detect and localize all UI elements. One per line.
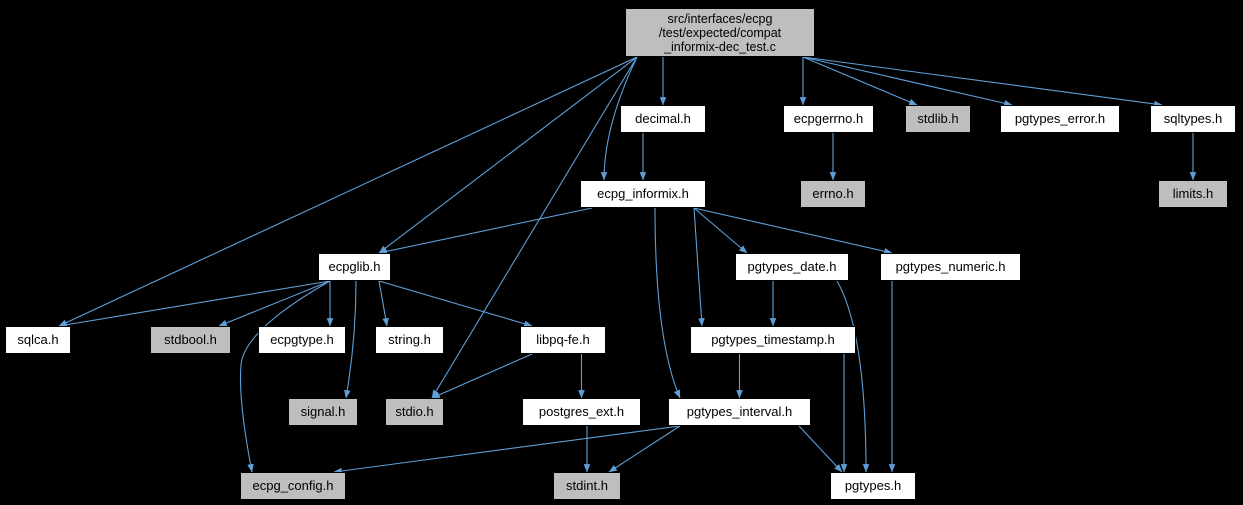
- node-errno-h[interactable]: errno.h: [800, 180, 866, 208]
- edge-ecpg-informix-h-to-pgtypes-numeric-h: [693, 207, 893, 255]
- edge-ecpg-informix-h-to-pgtypes-timestamp-h: [693, 207, 705, 327]
- node-label: string.h: [388, 331, 431, 347]
- edge-pgtypes-interval-h-to-ecpg-config-h: [333, 425, 681, 475]
- node-stdint-h[interactable]: stdint.h: [553, 472, 621, 500]
- node-label: sqltypes.h: [1163, 110, 1223, 126]
- node-label: ecpg_informix.h: [597, 185, 689, 201]
- node-pgtypes-numeric-h[interactable]: pgtypes_numeric.h: [880, 253, 1021, 281]
- node-pgtypes-error-h[interactable]: pgtypes_error.h: [1000, 105, 1120, 133]
- node-label: pgtypes_timestamp.h: [711, 331, 835, 347]
- node-label: stdlib.h: [917, 110, 959, 126]
- node-label: decimal.h: [635, 110, 691, 126]
- edge-ecpglib-h-to-signal-h: [344, 280, 357, 399]
- node-label: libpq-fe.h: [536, 331, 590, 347]
- node-sqlca-h[interactable]: sqlca.h: [5, 326, 71, 354]
- node-signal-h[interactable]: signal.h: [288, 398, 358, 426]
- edge-root-to-sqlca-h: [58, 56, 638, 327]
- node-ecpg-config-h[interactable]: ecpg_config.h: [240, 472, 346, 500]
- node-label: pgtypes_interval.h: [686, 403, 793, 419]
- edge-ecpg-informix-h-to-pgtypes-date-h: [693, 207, 748, 254]
- edge-pgtypes-date-h-to-pgtypes-h: [836, 280, 870, 473]
- node-label: ecpglib.h: [328, 258, 381, 274]
- node-label: errno.h: [812, 185, 854, 201]
- edge-ecpglib-h-to-string-h: [378, 280, 389, 327]
- node-label: pgtypes_error.h: [1014, 110, 1106, 126]
- node-stdbool-h[interactable]: stdbool.h: [150, 326, 231, 354]
- node-label: pgtypes_numeric.h: [895, 258, 1006, 274]
- edge-pgtypes-interval-h-to-pgtypes-h: [798, 425, 843, 473]
- node-ecpg-informix-h[interactable]: ecpg_informix.h: [580, 180, 706, 208]
- edge-ecpg-informix-h-to-pgtypes-interval-h: [654, 207, 681, 399]
- node-label: src/interfaces/ecpg: [667, 11, 773, 26]
- node-label: pgtypes.h: [844, 477, 902, 493]
- edge-root-to-sqltypes-h: [802, 56, 1163, 108]
- node-label: stdio.h: [395, 403, 434, 419]
- node-pgtypes-interval-h[interactable]: pgtypes_interval.h: [668, 398, 811, 426]
- node-label: ecpg_config.h: [252, 477, 334, 493]
- node-label: signal.h: [300, 403, 346, 419]
- node-decimal-h[interactable]: decimal.h: [620, 105, 706, 133]
- edge-ecpglib-h-to-libpq-fe-h: [378, 280, 533, 327]
- edge-root-to-pgtypes-error-h: [802, 56, 1013, 107]
- node-pgtypes-timestamp-h[interactable]: pgtypes_timestamp.h: [690, 326, 856, 354]
- node-label: stdint.h: [566, 477, 608, 493]
- node-root[interactable]: src/interfaces/ecpg/test/expected/compat…: [625, 8, 815, 57]
- edge-root-to-ecpg-informix-h: [600, 56, 638, 181]
- node-stdio-h[interactable]: stdio.h: [385, 398, 444, 426]
- node-postgres-ext-h[interactable]: postgres_ext.h: [522, 398, 641, 426]
- node-ecpgerrno-h[interactable]: ecpgerrno.h: [783, 105, 874, 133]
- node-label: _informix-dec_test.c: [664, 39, 776, 54]
- edge-pgtypes-interval-h-to-stdint-h: [608, 425, 681, 473]
- edge-libpq-fe-h-to-stdio-h: [431, 353, 533, 399]
- node-label: limits.h: [1172, 185, 1214, 201]
- node-label: ecpgtype.h: [270, 331, 334, 347]
- node-limits-h[interactable]: limits.h: [1158, 180, 1228, 208]
- edge-root-to-ecpglib-h: [378, 56, 638, 254]
- node-label: postgres_ext.h: [538, 403, 625, 419]
- node-stdlib-h[interactable]: stdlib.h: [905, 105, 971, 133]
- node-ecpglib-h[interactable]: ecpglib.h: [318, 253, 391, 281]
- node-sqltypes-h[interactable]: sqltypes.h: [1150, 105, 1236, 133]
- node-label: ecpgerrno.h: [793, 110, 864, 126]
- node-label: /test/expected/compat: [658, 25, 782, 40]
- edge-ecpglib-h-to-stdbool-h: [218, 280, 331, 327]
- node-label: stdbool.h: [164, 331, 217, 347]
- edge-root-to-stdio-h: [431, 56, 638, 399]
- edge-ecpglib-h-to-sqlca-h: [58, 280, 331, 328]
- node-label: sqlca.h: [17, 331, 59, 347]
- node-libpq-fe-h[interactable]: libpq-fe.h: [520, 326, 606, 354]
- node-pgtypes-h[interactable]: pgtypes.h: [830, 472, 916, 500]
- node-ecpgtype-h[interactable]: ecpgtype.h: [258, 326, 346, 354]
- edge-root-to-stdlib-h: [802, 56, 918, 106]
- node-label: pgtypes_date.h: [747, 258, 837, 274]
- node-pgtypes-date-h[interactable]: pgtypes_date.h: [735, 253, 849, 281]
- edge-ecpg-informix-h-to-ecpglib-h: [378, 207, 593, 255]
- node-string-h[interactable]: string.h: [375, 326, 444, 354]
- edge-ecpglib-h-to-ecpg-config-h: [239, 280, 331, 473]
